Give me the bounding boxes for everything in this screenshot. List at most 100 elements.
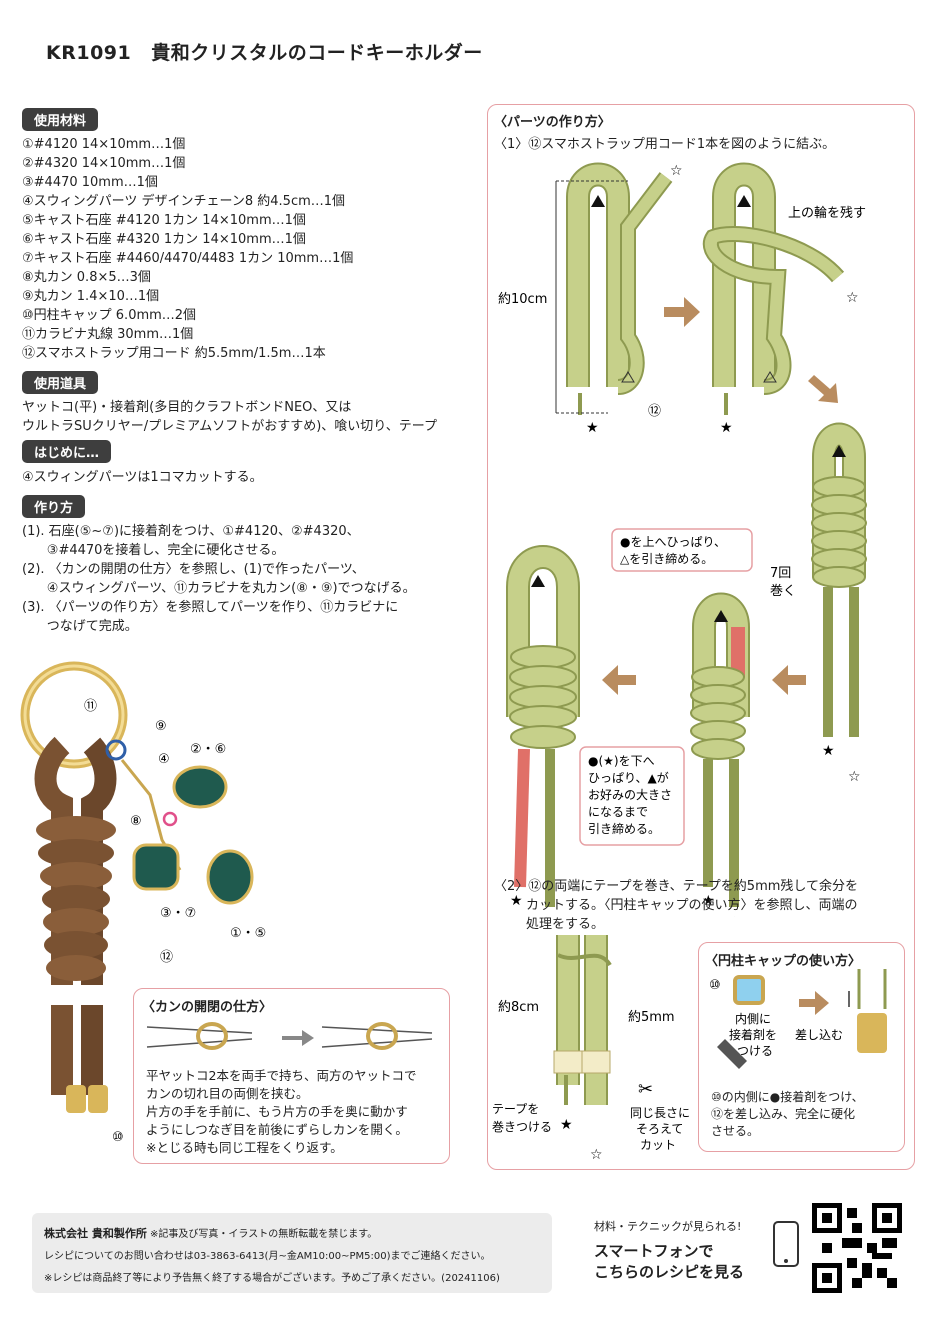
cut-label-line: そろえて	[636, 1122, 683, 1136]
callout1-line: △を引き締める。	[620, 551, 713, 566]
footer-line-1: 株式会社 貴和製作所 ※記事及び写真・イラストの無断転載を禁じます。	[44, 1223, 540, 1246]
stone-4320	[172, 765, 228, 809]
kan-line: ※とじる時も同じ工程をくり返す。	[146, 1140, 343, 1155]
label-1-5: ①・⑤	[230, 926, 266, 941]
tools-label: 使用道具	[22, 371, 99, 394]
svg-text:★: ★	[560, 1117, 573, 1133]
knot-figure-5: ★ ☆	[506, 545, 580, 917]
materials-section: 使用材料 ①#4120 14×10mm…1個 ②#4320 14×10mm…1個…	[22, 108, 353, 363]
intro-section: はじめに… ④スウィングパーツは1コマカットする。	[22, 440, 263, 487]
label-9: ⑨	[155, 719, 167, 734]
tape-label-line: テープを	[492, 1102, 539, 1116]
length-8cm-label: 約8cm	[498, 1000, 539, 1015]
material-item: ⑧丸カン 0.8×5…3個	[22, 270, 151, 285]
knot-diagram: ★ ☆ 約10cm ⑫ ★ ☆ 上の輪を残す	[498, 162, 867, 917]
smartphone-line2: こちらのレシピを見る	[594, 1263, 745, 1281]
stone-4120	[206, 849, 254, 905]
tools-line: ウルトラSUクリヤー/プレミアムソフトがおすすめ)、喰い切り、テープ	[22, 419, 438, 434]
callout2-line: ひっぱり、▲が	[588, 770, 669, 785]
step-line: ③#4470を接着し、完全に硬化させる。	[22, 543, 285, 558]
knot-figure-2: ★ ☆ 上の輪を残す	[702, 162, 866, 436]
step-line: (1). 石座(⑤~⑦)に接着剤をつけ、①#4120、②#4320、	[22, 524, 360, 539]
material-item: ⑨丸カン 1.4×10…1個	[22, 289, 160, 304]
glue-label-line: 接着剤を	[729, 1027, 777, 1042]
product-illustration: ⑪ ⑨ ④ ②・⑥ ⑧ ③・⑦ ①・⑤ ⑫ ⑩	[20, 661, 266, 1145]
smartphone-recipe-link[interactable]: 材料・テクニックが見られる! スマートフォンで こちらのレシピを見る	[594, 1218, 804, 1283]
svg-text:☆: ☆	[848, 769, 861, 785]
svg-text:☆: ☆	[670, 163, 683, 179]
smartphone-line1: スマートフォンで	[594, 1242, 714, 1260]
keep-loop-label: 上の輪を残す	[788, 205, 866, 221]
glue-label-line: つける	[737, 1044, 773, 1058]
cap-desc-line: ⑩の内側に●接着剤をつけ、	[711, 1090, 864, 1104]
knot-figure-4: ★ ☆	[690, 592, 750, 917]
label-11: ⑪	[84, 699, 97, 714]
intro-line: ④スウィングパーツは1コマカットする。	[22, 470, 263, 485]
end-cap-left	[66, 1085, 86, 1113]
arrow-right-icon	[282, 1030, 314, 1046]
label-3-7: ③・⑦	[160, 906, 196, 921]
parts-title: 〈パーツの作り方〉	[494, 115, 611, 130]
step-line: ④スウィングパーツ、⑪カラビナを丸カン(⑧・⑨)でつなげる。	[22, 581, 416, 596]
tape-diagram: ★ ☆ 約8cm 約5mm テープを 巻きつける 同じ長さに そろえて カット …	[492, 935, 690, 1163]
cord-left	[34, 736, 73, 1095]
product-title: 貴和クリスタルのコードキーホルダー	[151, 42, 483, 64]
label-12-fig1: ⑫	[648, 404, 661, 419]
cut-label-line: 同じ長さに	[630, 1106, 690, 1120]
kan-line: 片方の手を手前に、もう片方の手を奥に動かす	[146, 1104, 408, 1119]
cap-title: 〈円柱キャップの使い方〉	[705, 954, 862, 969]
material-item: ⑫スマホストラップ用コード 約5.5mm/1.5m…1本	[22, 346, 326, 361]
qr-code-icon[interactable]	[812, 1203, 902, 1293]
carabiner-ring-highlight	[23, 664, 125, 766]
footer: 株式会社 貴和製作所 ※記事及び写真・イラストの無断転載を禁じます。 レシピにつ…	[32, 1213, 552, 1293]
tape-wrap-right	[581, 1050, 611, 1074]
cap-icon	[733, 975, 765, 1005]
arrow-left-icon	[772, 665, 806, 695]
arrow-left-icon	[602, 665, 636, 695]
label-10: ⑩	[112, 1130, 124, 1145]
material-item: ③#4470 10mm…1個	[22, 175, 158, 190]
cord-right	[81, 737, 117, 1095]
label-4: ④	[158, 752, 170, 767]
cut-label-line: カット	[640, 1138, 676, 1152]
material-item: ⑤キャスト石座 #4120 1カン 14×10mm…1個	[22, 213, 306, 228]
kan-line: ようにしつなぎ目を前後にずらしカンを開く。	[146, 1122, 408, 1137]
callout2-line: お好みの大きさ	[588, 788, 672, 802]
cap-diagram: ⑩ 差し込む 内側に 接着剤を つける	[709, 969, 887, 1069]
knot-figure-1: ★ ☆ 約10cm ⑫	[498, 162, 683, 436]
arrow-down-right-icon	[808, 375, 838, 403]
callout-pull-down	[579, 746, 685, 846]
material-item: ⑩円柱キャップ 6.0mm…2個	[22, 308, 197, 323]
arrow-right-icon	[664, 297, 700, 327]
step2-line: 〈2〉⑫の両端にテープを巻き、テープを約5mm残して余分を	[494, 879, 859, 894]
material-item: ⑪カラビナ丸線 30mm…1個	[22, 327, 194, 342]
insert-label: 差し込む	[795, 1028, 843, 1042]
step-line: つなげて完成。	[22, 619, 138, 634]
contact-line: レシピについてのお問い合わせは03-3863-6413(月~金AM10:00~P…	[44, 1251, 491, 1262]
smartphone-caption: 材料・テクニックが見られる!	[594, 1220, 742, 1233]
callout1-line: ●を上へひっぱり、	[620, 535, 726, 549]
material-item: ①#4120 14×10mm…1個	[22, 137, 186, 152]
tape-wrap-left	[553, 1050, 583, 1074]
callout-pull-up	[611, 528, 753, 572]
arrow-right-icon	[799, 991, 829, 1015]
kan-title: 〈カンの開閉の仕方〉	[142, 1000, 273, 1015]
parts-step1: 〈1〉⑫スマホストラップ用コード1本を図のように結ぶ。	[494, 137, 836, 152]
callout2-line: ●(★)を下へ	[588, 754, 655, 768]
svg-text:★: ★	[720, 420, 733, 436]
callout2-line: 引き締める。	[588, 821, 660, 836]
parts-instructions-box: 〈パーツの作り方〉 〈1〉⑫スマホストラップ用コード1本を図のように結ぶ。 ★ …	[487, 104, 915, 1170]
svg-text:☆: ☆	[590, 1147, 603, 1163]
tape-label-line: 巻きつける	[492, 1120, 552, 1134]
material-item: ⑦キャスト石座 #4460/4470/4483 1カン 10mm…1個	[22, 251, 354, 266]
label-12: ⑫	[160, 950, 173, 965]
jump-ring-blue	[105, 739, 127, 761]
label-2-6: ②・⑥	[190, 742, 226, 757]
cap-desc-line: させる。	[711, 1124, 760, 1138]
copyright-notice: ※記事及び写真・イラストの無断転載を禁じます。	[150, 1229, 378, 1240]
tools-section: 使用道具 ヤットコ(平)・接着剤(多目的クラフトボンドNEO、又は ウルトラSU…	[22, 371, 437, 436]
parts-step2: 〈2〉⑫の両端にテープを巻き、テープを約5mm残して余分を カットする。〈円柱キ…	[494, 877, 858, 934]
length-10cm-label: 約10cm	[498, 292, 547, 307]
cord-break	[40, 985, 120, 1005]
